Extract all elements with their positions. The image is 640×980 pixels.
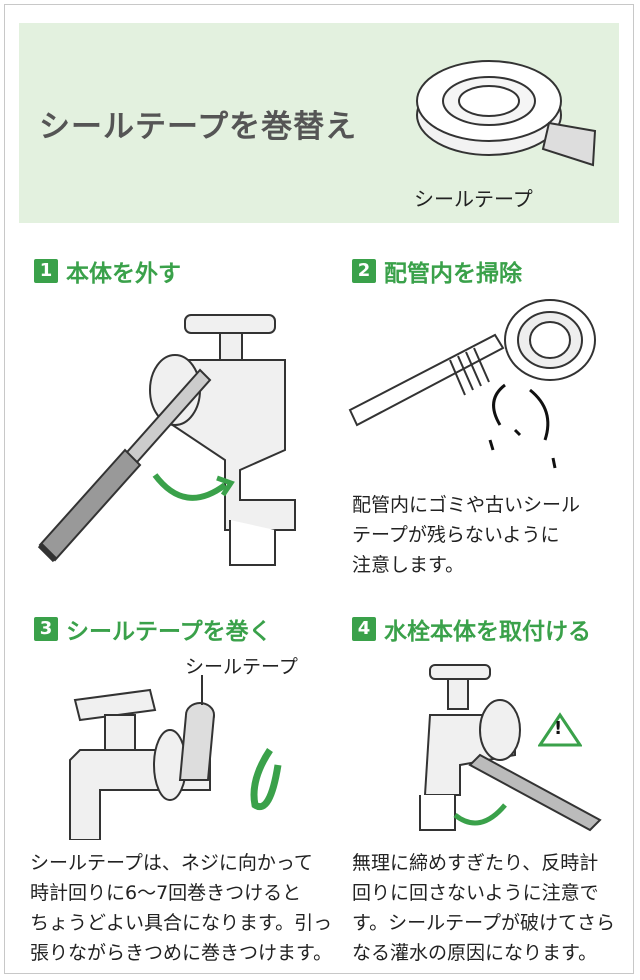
- header-banner: シールテープを巻替え シールテープ: [19, 23, 619, 223]
- warning-icon: [538, 712, 582, 747]
- toothbrush-icon: [348, 333, 505, 427]
- step-3-title: シールテープを巻く: [66, 619, 272, 645]
- step-3-text: シールテープは、ネジに向かって 時計回りに6〜7回巻きつけると ちょうどよい具合…: [30, 848, 332, 968]
- step-4-text-line-1: 無理に締めすぎたり、反時計: [352, 852, 599, 874]
- step-3-heading: 3 シールテープを巻く: [34, 612, 272, 646]
- step-4-text: 無理に締めすぎたり、反時計 回りに回さないように注意で す。シールテープが破けて…: [352, 848, 615, 968]
- rotate-arrow-icon: [453, 803, 507, 826]
- rotate-arrow-icon: [152, 473, 227, 501]
- step-1-number: 1: [34, 259, 58, 283]
- step-2-text-line-2: テープが残らないように: [352, 524, 560, 546]
- debris-marks: [488, 383, 557, 469]
- rotate-arrow-icon: [250, 748, 282, 811]
- step-4-title: 水栓本体を取付ける: [384, 619, 591, 645]
- wrench-icon: [37, 368, 212, 563]
- faucet-wrench-illustration: [37, 314, 296, 566]
- step-1-title: 本体を外す: [66, 261, 181, 287]
- faucet-icon: [149, 314, 296, 566]
- tape-wrapping-illustration: [69, 675, 282, 840]
- step-2-heading: 2 配管内を掃除: [352, 254, 522, 288]
- step-4-heading: 4 水栓本体を取付ける: [352, 612, 591, 646]
- step-2-text-line-1: 配管内にゴミや古いシール: [352, 494, 581, 516]
- step-3-number: 3: [34, 617, 58, 641]
- step-2-text: 配管内にゴミや古いシール テープが残らないように 注意します。: [352, 490, 580, 580]
- seal-tape-icon: [178, 702, 215, 781]
- pipe-icon: [504, 299, 596, 381]
- step-3-text-line-3: ちょうどよい具合になります。引っ: [30, 912, 333, 934]
- step-3-text-line-1: シールテープは、ネジに向かって: [30, 852, 313, 874]
- step-1-heading: 1 本体を外す: [34, 254, 181, 288]
- step-4-text-line-3: す。シールテープが破けてさら: [352, 912, 615, 934]
- step-3-text-line-2: 時計回りに6〜7回巻きつけると: [30, 882, 302, 904]
- step-2-number: 2: [352, 259, 376, 283]
- step-2-text-line-3: 注意します。: [352, 554, 465, 576]
- install-faucet-illustration: [419, 664, 602, 832]
- pipe-cleaning-illustration: [348, 299, 596, 469]
- step-4-text-line-4: なる灌水の原因になります。: [352, 942, 598, 964]
- step-2-title: 配管内を掃除: [384, 261, 522, 287]
- tape-caption: シールテープ: [414, 187, 533, 211]
- step-4-text-line-2: 回りに回さないように注意で: [352, 882, 599, 904]
- page-title: シールテープを巻替え: [39, 109, 358, 145]
- faucet-icon: [419, 664, 521, 831]
- warning-mark: !: [554, 718, 563, 739]
- wrench-icon: [468, 753, 602, 832]
- step-3-tape-label: シールテープ: [185, 656, 298, 678]
- seal-tape-icon: [416, 60, 597, 167]
- page-frame: [4, 4, 634, 974]
- step-4-number: 4: [352, 617, 376, 641]
- step-3-text-line-4: 張りながらきつめに巻きつけます。: [30, 942, 333, 964]
